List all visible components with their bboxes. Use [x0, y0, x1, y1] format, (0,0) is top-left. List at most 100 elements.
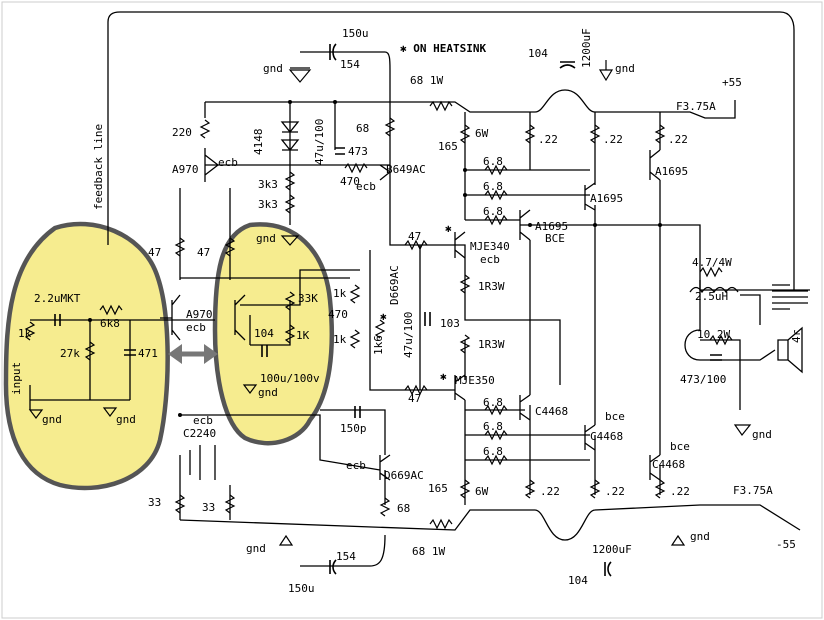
r470-b-label: 470: [328, 308, 348, 321]
ecb-label-6: ecb: [346, 459, 366, 472]
gnd-label-6: gnd: [258, 386, 278, 399]
bce-label-2: bce: [670, 440, 690, 453]
r33-b-label: 33: [202, 501, 215, 514]
diodes: [280, 121, 300, 152]
ecb-label-2: ecb: [356, 180, 376, 193]
a970-mid-label: A970: [186, 308, 213, 321]
heatsink-mark-3: ✱: [380, 310, 387, 323]
r220-label: 220: [172, 126, 192, 139]
c473-100-label: 473/100: [680, 373, 726, 386]
ecb-label-1: ecb: [218, 156, 238, 169]
r68-a-label: 6.8: [483, 155, 503, 168]
c47u100-label: 47u/100: [313, 119, 326, 165]
resistors: [24, 100, 733, 530]
c104-fb-label: 104: [254, 327, 274, 340]
gnd-label-4: gnd: [42, 413, 62, 426]
pos-supply-label: +55: [722, 76, 742, 89]
r3k3-a-label: 3k3: [258, 178, 278, 191]
r1k-in-label: 1k: [18, 327, 32, 340]
ecb-label-5: ecb: [193, 414, 213, 427]
c4468-3-label: C4468: [652, 458, 685, 471]
gnd-label-3: gnd: [256, 232, 276, 245]
c103-label: 103: [440, 317, 460, 330]
r022-2-label: .22: [603, 133, 623, 146]
heatsink-title: ✱ ON HEATSINK: [400, 42, 486, 55]
link-arrow-left-head: [168, 344, 182, 364]
d4148-label: 4148: [252, 129, 265, 156]
r022-5-label: .22: [605, 485, 625, 498]
bce-upper-label: BCE: [545, 232, 565, 245]
c473-top-label: 473: [348, 145, 368, 158]
b649-label: B649AC: [386, 163, 426, 176]
gnd-label-1: gnd: [263, 62, 283, 75]
capacitors: [54, 43, 722, 577]
c4468-1-label: C4468: [535, 405, 568, 418]
bce-label-1: bce: [605, 410, 625, 423]
rail-res-top-label: 68 1W: [410, 74, 443, 87]
heatsink-mark-1: ✱: [445, 222, 452, 235]
gnd-label-2: gnd: [615, 62, 635, 75]
r68-f-label: 6.8: [483, 445, 503, 458]
c47u100-b-label: 47u/100: [402, 312, 415, 358]
fuse-top-label: F3.75A: [676, 100, 716, 113]
c150u-bot-label: 150u: [288, 582, 315, 595]
r33-a-label: 33: [148, 496, 161, 509]
a1695-3-label: A1695: [655, 165, 688, 178]
rail-res-bottom-label: 68 1W: [412, 545, 445, 558]
a970-top-label: A970: [172, 163, 199, 176]
gnd-label-5: gnd: [116, 413, 136, 426]
a1695-1-label: A1695: [535, 220, 568, 233]
r68-d-label: 6.8: [483, 396, 503, 409]
r022-4-label: .22: [540, 485, 560, 498]
c154-bot-label: 154: [336, 550, 356, 563]
c2240-label: C2240: [183, 427, 216, 440]
r27k-label: 27k: [60, 347, 80, 360]
c1200-top-label: 1200uF: [580, 28, 593, 68]
c100u-label: 100u/100v: [260, 372, 320, 385]
r68-c-label: 6.8: [483, 205, 503, 218]
mje350-label: MJE350: [455, 374, 495, 387]
mje340-label: MJE340: [470, 240, 510, 253]
fuse-bottom-label: F3.75A: [733, 484, 773, 497]
r47-a-label: 47: [148, 246, 161, 259]
c471-label: 471: [138, 347, 158, 360]
r47-drv2-label: 47: [408, 392, 421, 405]
r165-top-label: 165: [438, 140, 458, 153]
speaker-symbol: [777, 326, 803, 374]
r165-bot-label: 165: [428, 482, 448, 495]
r022-3-label: .22: [668, 133, 688, 146]
r33k-label: 33K: [298, 292, 318, 305]
c4468-2-label: C4468: [590, 430, 623, 443]
c150p-label: 150p: [340, 422, 367, 435]
output-coil: [772, 284, 808, 310]
r470-top-label: 470: [340, 175, 360, 188]
r1k-b1-label: 1k: [333, 287, 347, 300]
speaker-label: 4r: [790, 329, 803, 343]
gnd-label-8: gnd: [690, 530, 710, 543]
d669-bot-label: D669AC: [384, 469, 424, 482]
r6w-top-label: 6W: [475, 127, 489, 140]
l2-5uh-label: 2.5uH: [695, 290, 728, 303]
r68-bot-label: 68: [397, 502, 410, 515]
r6w-bot-label: 6W: [475, 485, 489, 498]
r47-b-label: 47: [197, 246, 210, 259]
a1695-2-label: A1695: [590, 192, 623, 205]
r47-drv-label: 47: [408, 230, 421, 243]
r6k8-label: 6k8: [100, 317, 120, 330]
r1r3w-a-label: 1R3W: [478, 280, 505, 293]
transistors: [160, 148, 661, 481]
gnd-label-9: gnd: [752, 428, 772, 441]
link-arrow-right-head: [204, 344, 218, 364]
r68-top-label: 68: [356, 122, 369, 135]
r10-2w-label: 10 2W: [697, 328, 730, 341]
c1200-bot-label: 1200uF: [592, 543, 632, 556]
heatsink-mark-2: ✱: [440, 370, 447, 383]
r022-6-label: .22: [670, 485, 690, 498]
c104-top-label: 104: [528, 47, 548, 60]
r022-1-label: .22: [538, 133, 558, 146]
gnd-label-7: gnd: [246, 542, 266, 555]
c154-top-label: 154: [340, 58, 360, 71]
r1k-fb-label: 1K: [296, 329, 310, 342]
